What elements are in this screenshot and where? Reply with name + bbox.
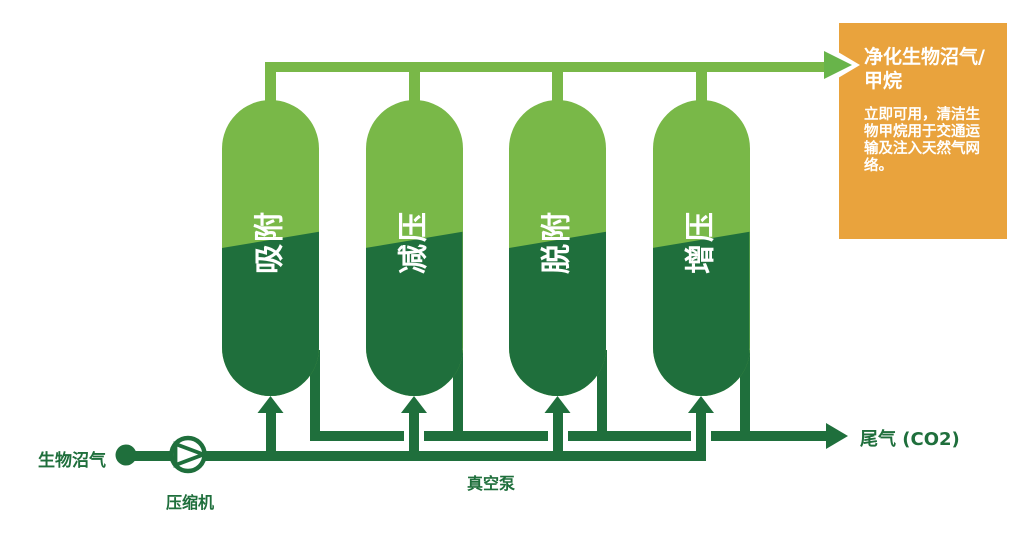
product-box: 净化生物沼气/ 甲烷 立即可用，清洁生 物甲烷用于交通运 输及注入天然气网 络。 xyxy=(839,23,1007,239)
feed-arrow-up-icon xyxy=(688,396,714,413)
feed-branch-stem-2 xyxy=(409,408,419,461)
vessel-adsorption: 吸附 xyxy=(222,100,319,396)
vessel-top-stub-3 xyxy=(552,62,563,106)
product-box-title: 净化生物沼气/ 甲烷 xyxy=(864,46,985,92)
product-header-pipe xyxy=(265,62,832,72)
feed-branch-stem-4 xyxy=(696,408,706,461)
tail-gas-line xyxy=(310,431,826,441)
biogas-inlet-dot-icon xyxy=(115,444,137,466)
vessel-desorption: 脱附 xyxy=(509,100,606,396)
vessel-dark-section xyxy=(365,231,463,396)
vessel-dark-section xyxy=(509,231,606,396)
vessel-depressurization: 减压 xyxy=(365,100,463,396)
feed-arrow-up-icon xyxy=(401,396,427,413)
vessel-repressurization: 增压 xyxy=(652,100,750,396)
feed-arrow-up-icon xyxy=(544,396,571,413)
vessel-top-stub-1 xyxy=(265,62,276,106)
vessel-top-stub-4 xyxy=(695,62,707,106)
vacuum-pump-label: 真空泵 xyxy=(466,474,515,493)
biogas-inlet-label: 生物沼气 xyxy=(38,451,106,471)
compressor-label: 压缩机 xyxy=(165,493,214,512)
tail-gas-label: 尾气 (CO2) xyxy=(860,429,960,450)
compressor-icon xyxy=(169,435,209,474)
feed-branch-stem-1 xyxy=(265,408,276,461)
vessel-dark-section xyxy=(222,231,319,396)
vessel-dark-section xyxy=(652,231,750,396)
feed-arrow-up-icon xyxy=(257,396,284,413)
vessel-top-stub-2 xyxy=(408,62,420,106)
feed-branch-stem-3 xyxy=(552,408,563,461)
product-arrow-icon xyxy=(824,51,852,79)
product-box-description: 立即可用，清洁生 物甲烷用于交通运 输及注入天然气网 络。 xyxy=(864,107,980,174)
tail-gas-arrow-icon xyxy=(826,423,848,449)
